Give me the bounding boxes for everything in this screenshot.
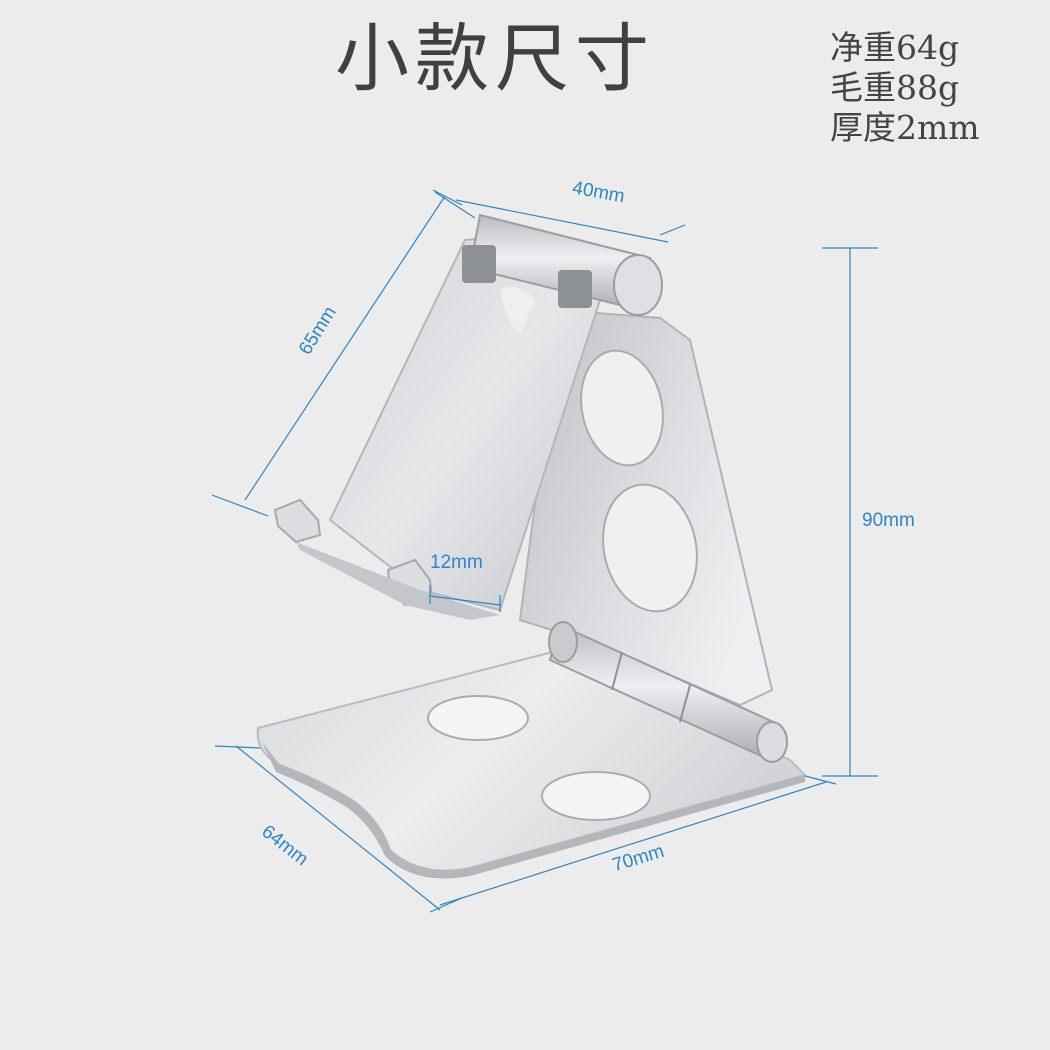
spec-gross-weight: 毛重88g <box>830 68 960 107</box>
dimension-label-lip-depth: 12mm <box>430 552 483 573</box>
panel-cutout-hole <box>602 483 698 613</box>
panel-cutout-hole <box>580 349 664 467</box>
top-hinge <box>462 213 663 316</box>
back-support-panel <box>518 308 774 707</box>
dimension-lines <box>211 189 878 913</box>
bottom-hinge <box>548 621 788 763</box>
base-cutout-hole <box>427 695 529 741</box>
base-cutout-hole <box>541 771 651 821</box>
spec-net-weight: 净重64g <box>830 28 960 67</box>
product-title: 小款尺寸 <box>335 16 655 102</box>
spec-list: 净重64g 毛重88g 厚度2mm <box>830 28 980 148</box>
spec-thickness: 厚度2mm <box>830 108 980 147</box>
dimension-label-height: 90mm <box>862 510 915 531</box>
